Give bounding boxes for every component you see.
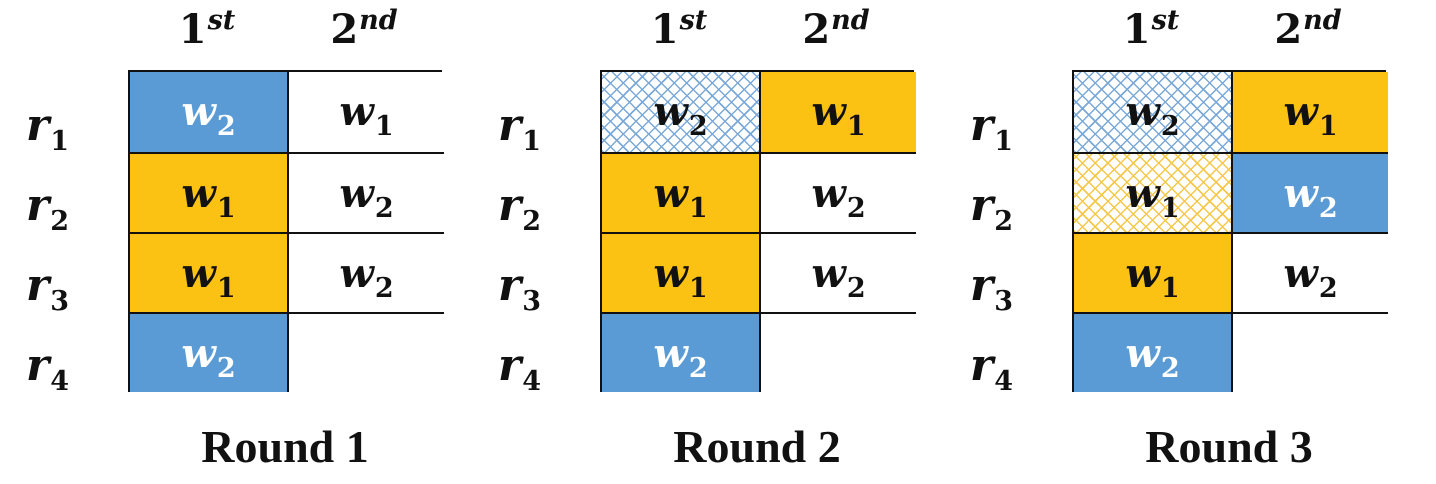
cell-r3-1st: w1	[602, 232, 759, 312]
cell-r2-1st: w1	[602, 152, 759, 232]
column-header-1st: 1st	[1122, 5, 1180, 53]
cell-r4-1st: w2	[1074, 312, 1231, 392]
cell-r3-2nd: w2	[759, 232, 916, 312]
row-label-r2: r2	[498, 180, 541, 237]
cell-r3-1st: w1	[1074, 232, 1231, 312]
row-label-r1: r1	[26, 100, 69, 157]
cell-r1-2nd: w1	[1231, 72, 1388, 152]
cell-r4-2nd	[287, 312, 444, 392]
cell-r2-1st: w1	[1074, 152, 1231, 232]
row-label-r2: r2	[26, 180, 69, 237]
row-label-r3: r3	[970, 260, 1013, 317]
row-label-r1: r1	[498, 100, 541, 157]
row-label-r4: r4	[970, 340, 1013, 397]
cell-r2-1st: w1	[130, 152, 287, 232]
cell-r1-2nd: w1	[287, 72, 444, 152]
round-1-panel: 1st 2nd r1 r2 r3 r4 w2 w1 w1 w2 w1 w2 w2…	[0, 0, 470, 484]
row-label-r3: r3	[26, 260, 69, 317]
assignment-grid: w2 w1 w1 w2 w1 w2 w2	[128, 70, 444, 392]
cell-r2-2nd: w2	[1231, 152, 1388, 232]
cell-r4-1st: w2	[130, 312, 287, 392]
round-title: Round 3	[1145, 421, 1313, 472]
cell-r2-2nd: w2	[287, 152, 444, 232]
row-label-r2: r2	[970, 180, 1013, 237]
cell-r1-2nd: w1	[759, 72, 916, 152]
cell-r4-1st: w2	[602, 312, 759, 392]
row-label-r4: r4	[26, 340, 69, 397]
cell-r4-2nd	[759, 312, 916, 392]
cell-r3-2nd: w2	[287, 232, 444, 312]
column-header-2nd: 2nd	[1274, 5, 1342, 53]
row-label-r4: r4	[498, 340, 541, 397]
row-label-r3: r3	[498, 260, 541, 317]
row-label-r1: r1	[970, 100, 1013, 157]
cell-r4-2nd	[1231, 312, 1388, 392]
assignment-grid: w2 w1 w1 w2 w1 w2 w2	[600, 70, 916, 392]
round-3-panel: 1st 2nd r1 r2 r3 r4 w2 w1 w1 w2 w1 w2 w2…	[944, 0, 1414, 484]
column-header-1st: 1st	[650, 5, 708, 53]
column-header-2nd: 2nd	[330, 5, 398, 53]
round-2-panel: 1st 2nd r1 r2 r3 r4 w2 w1 w1 w2 w1 w2 w2…	[472, 0, 942, 484]
cell-r1-1st: w2	[130, 72, 287, 152]
column-header-2nd: 2nd	[802, 5, 870, 53]
cell-r3-1st: w1	[130, 232, 287, 312]
cell-r1-1st: w2	[1074, 72, 1231, 152]
round-title: Round 2	[673, 421, 841, 472]
round-title: Round 1	[201, 421, 369, 472]
column-header-1st: 1st	[178, 5, 236, 53]
assignment-grid: w2 w1 w1 w2 w1 w2 w2	[1072, 70, 1388, 392]
cell-r1-1st: w2	[602, 72, 759, 152]
cell-r2-2nd: w2	[759, 152, 916, 232]
cell-r3-2nd: w2	[1231, 232, 1388, 312]
